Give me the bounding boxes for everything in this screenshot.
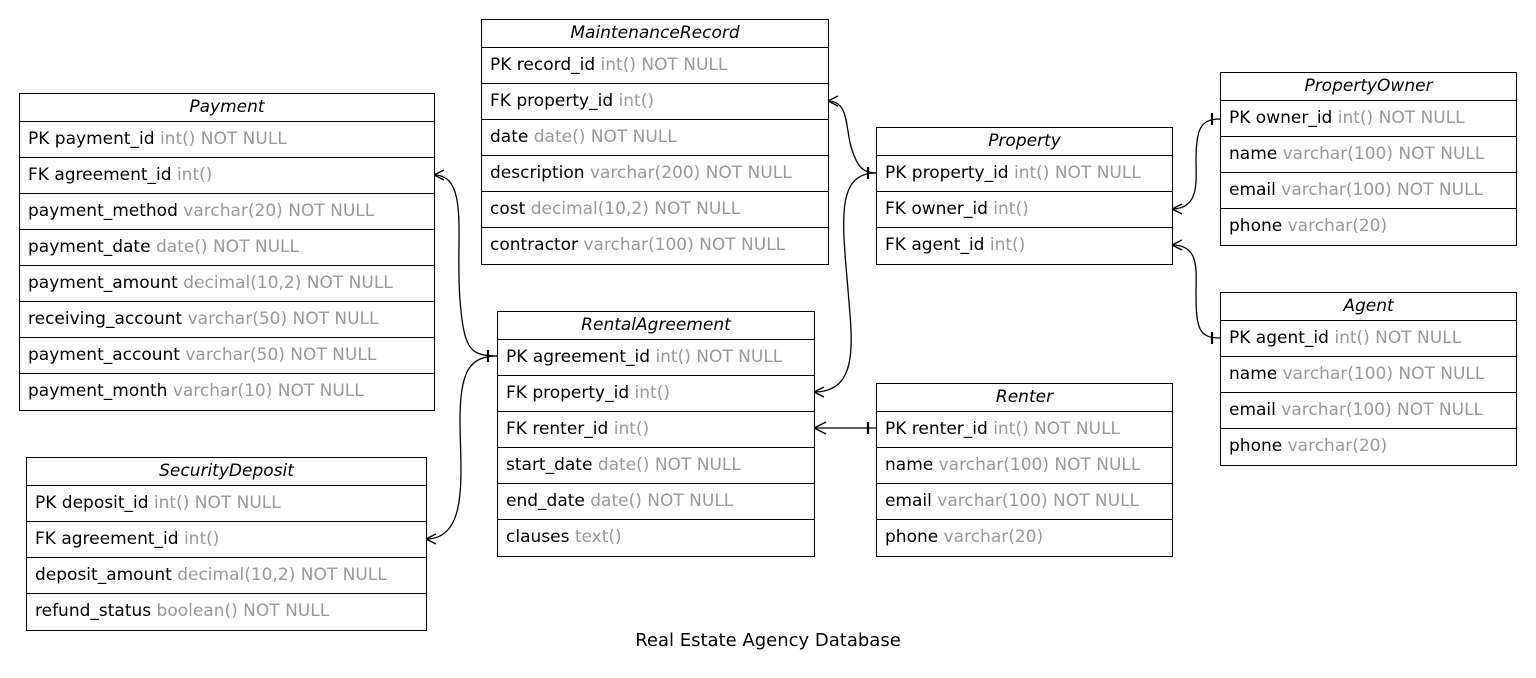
- entity-field: end_date date() NOT NULL: [498, 484, 814, 520]
- entity-field: PK property_id int() NOT NULL: [877, 156, 1172, 192]
- entity-field: email varchar(100) NOT NULL: [1221, 393, 1516, 429]
- entity-field: phone varchar(20): [1229, 216, 1388, 236]
- entity-title: Property: [877, 128, 1172, 156]
- entity-field: clauses text(): [506, 527, 622, 547]
- entity-agent: Agent PK agent_id int() NOT NULL name va…: [1220, 292, 1517, 466]
- entity-title: Agent: [1221, 293, 1516, 321]
- diagram-title: Real Estate Agency Database: [635, 630, 901, 651]
- entity-payment: Payment PK payment_id int() NOT NULL FK …: [19, 93, 435, 411]
- entity-field: receiving_account varchar(50) NOT NULL: [20, 302, 434, 338]
- entity-field: cost decimal(10,2) NOT NULL: [482, 192, 828, 228]
- entity-field: email varchar(100) NOT NULL: [877, 484, 1172, 520]
- entity-field: payment_amount decimal(10,2) NOT NULL: [20, 266, 434, 302]
- entity-property-owner: PropertyOwner PK owner_id int() NOT NULL…: [1220, 72, 1517, 246]
- entity-field: name varchar(100) NOT NULL: [1221, 357, 1516, 393]
- entity-field: payment_month varchar(10) NOT NULL: [28, 381, 364, 401]
- entity-field: FK agreement_id int(): [20, 158, 434, 194]
- entity-property: Property PK property_id int() NOT NULL F…: [876, 127, 1173, 265]
- entity-field: name varchar(100) NOT NULL: [877, 448, 1172, 484]
- entity-field: PK agent_id int() NOT NULL: [1221, 321, 1516, 357]
- entity-field: start_date date() NOT NULL: [498, 448, 814, 484]
- entity-title: Payment: [20, 94, 434, 122]
- entity-field: phone varchar(20): [1229, 436, 1388, 456]
- entity-field: refund_status boolean() NOT NULL: [35, 601, 330, 621]
- entity-field: FK owner_id int(): [877, 192, 1172, 228]
- entity-field: email varchar(100) NOT NULL: [1221, 173, 1516, 209]
- many-marker: [813, 386, 825, 398]
- entity-field: PK payment_id int() NOT NULL: [20, 122, 434, 158]
- many-marker: [813, 421, 827, 435]
- entity-title: SecurityDeposit: [27, 458, 426, 486]
- entity-field: deposit_amount decimal(10,2) NOT NULL: [27, 558, 426, 594]
- entity-field: payment_method varchar(20) NOT NULL: [20, 194, 434, 230]
- entity-field: name varchar(100) NOT NULL: [1221, 137, 1516, 173]
- entity-maintenance-record: MaintenanceRecord PK record_id int() NOT…: [481, 19, 829, 265]
- entity-field: payment_date date() NOT NULL: [20, 230, 434, 266]
- entity-field: PK agreement_id int() NOT NULL: [498, 340, 814, 376]
- entity-field: FK agent_id int(): [885, 235, 1026, 255]
- many-marker: [425, 533, 437, 545]
- entity-field: payment_account varchar(50) NOT NULL: [20, 338, 434, 374]
- edge-property-agent: [1171, 244, 1221, 339]
- entity-field: PK record_id int() NOT NULL: [482, 48, 828, 84]
- entity-field: FK property_id int(): [482, 84, 828, 120]
- entity-field: PK owner_id int() NOT NULL: [1221, 101, 1516, 137]
- entity-field: phone varchar(20): [885, 527, 1044, 547]
- entity-title: RentalAgreement: [498, 312, 814, 340]
- entity-field: FK renter_id int(): [498, 412, 814, 448]
- many-marker: [1171, 203, 1183, 215]
- many-marker: [433, 169, 445, 181]
- many-marker: [827, 95, 839, 107]
- edge-payment-rentalagreement: [433, 174, 499, 357]
- edge-maintenance-property: [827, 100, 877, 174]
- entity-title: PropertyOwner: [1221, 73, 1516, 101]
- entity-rental-agreement: RentalAgreement PK agreement_id int() NO…: [497, 311, 815, 557]
- edge-securitydeposit-rentalagreement: [425, 355, 499, 540]
- entity-field: FK agreement_id int(): [27, 522, 426, 558]
- entity-security-deposit: SecurityDeposit PK deposit_id int() NOT …: [26, 457, 427, 631]
- entity-title: Renter: [877, 384, 1172, 412]
- entity-field: FK property_id int(): [498, 376, 814, 412]
- edge-rental-property: [813, 172, 877, 393]
- entity-field: PK renter_id int() NOT NULL: [877, 412, 1172, 448]
- entity-field: description varchar(200) NOT NULL: [482, 156, 828, 192]
- entity-field: PK deposit_id int() NOT NULL: [27, 486, 426, 522]
- entity-field: contractor varchar(100) NOT NULL: [490, 235, 786, 255]
- many-marker: [1171, 239, 1183, 251]
- entity-renter: Renter PK renter_id int() NOT NULL name …: [876, 383, 1173, 557]
- edge-property-owner: [1171, 118, 1221, 210]
- entity-title: MaintenanceRecord: [482, 20, 828, 48]
- entity-field: date date() NOT NULL: [482, 120, 828, 156]
